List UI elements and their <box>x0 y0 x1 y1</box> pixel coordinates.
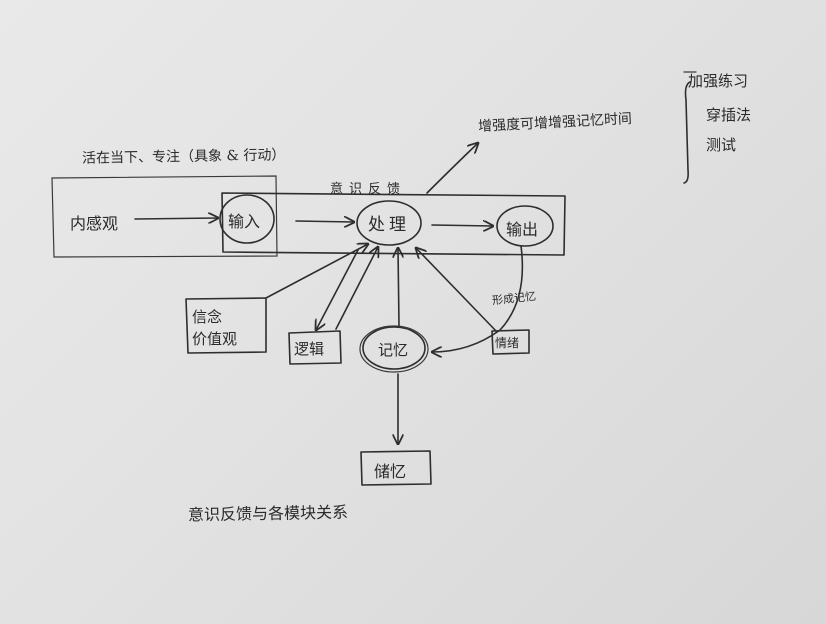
right-list-item-3: 测试 <box>706 136 737 154</box>
input-node-label: 输入 <box>228 212 261 231</box>
memory-node-circle <box>362 326 426 370</box>
right-list-item-2: 穿插法 <box>706 106 752 124</box>
feedback-label: 意识反馈 <box>330 182 407 197</box>
header-note: 活在当下、专注（具象 & 行动） <box>81 147 286 167</box>
memory-node-circle-outer <box>359 325 429 373</box>
diagram-caption: 意识反馈与各模块关系 <box>187 502 349 525</box>
process-node-label: 处理 <box>368 215 410 235</box>
storage-node-label: 储忆 <box>374 462 407 481</box>
feeling-node-label: 内感观 <box>70 214 119 233</box>
input-node-circle <box>219 194 275 244</box>
belief-label-line1: 信念 <box>192 308 223 326</box>
output-node-circle <box>496 205 554 247</box>
outer-frame-box <box>51 175 278 258</box>
arrow-process-output <box>431 225 493 226</box>
emotion-node-label: 情绪 <box>495 336 520 350</box>
arrow-memory-process <box>398 248 399 327</box>
process-bar-box <box>221 192 566 256</box>
storage-box <box>360 450 432 486</box>
belief-box <box>185 297 267 354</box>
memory-node-label: 记忆 <box>378 341 409 359</box>
arrow-process-logic <box>316 249 359 330</box>
arrow-feeling-input <box>134 218 218 219</box>
output-node-label: 输出 <box>506 220 539 239</box>
arrow-input-process <box>295 221 354 222</box>
process-node-circle <box>356 200 422 246</box>
arrow-emotion-process <box>416 248 498 333</box>
arrow-feedback-top <box>426 143 478 194</box>
right-list-item-1: 加强练习 <box>688 72 749 90</box>
emotion-box <box>491 329 530 355</box>
right-brace <box>683 81 691 184</box>
logic-node-label: 逻辑 <box>294 340 325 358</box>
arrow-output-memory <box>432 245 524 352</box>
belief-label-line2: 价值观 <box>192 330 238 348</box>
arrow-belief-process <box>265 244 368 299</box>
arrow-logic-process <box>335 247 378 330</box>
